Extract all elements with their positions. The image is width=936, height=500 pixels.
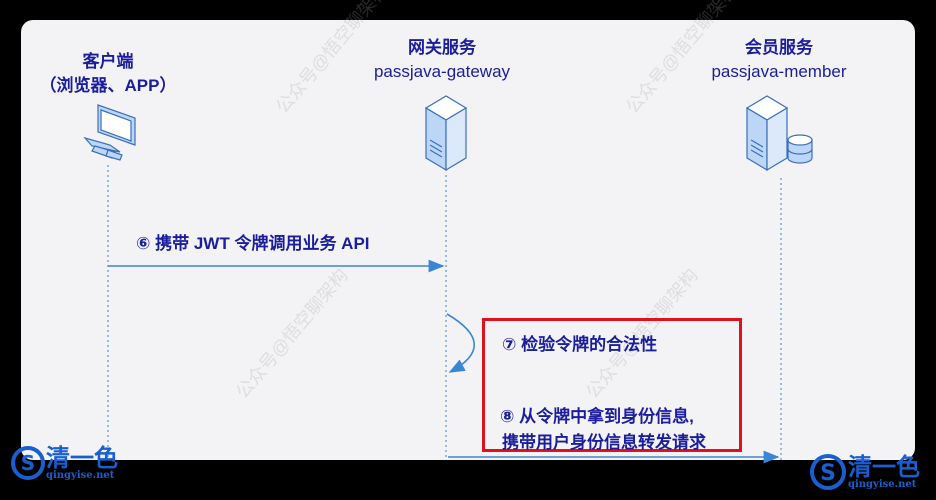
svg-text:S: S <box>820 461 836 486</box>
participant-member-name: 会员服务 <box>745 38 813 57</box>
logo-domain: qingyise.net <box>46 469 115 481</box>
participant-member-subtitle: passjava-member <box>711 62 847 81</box>
server-database-icon <box>745 95 813 172</box>
diagram-panel <box>21 20 915 460</box>
message-forward-request-line1: ⑧ 从令牌中拿到身份信息, <box>500 407 694 426</box>
message-forward-request-line2: 携带用户身份信息转发请求 <box>502 433 706 452</box>
logo-brand: 清一色 <box>46 442 118 472</box>
logo-icon: S <box>11 446 45 480</box>
participant-gateway-subtitle: passjava-gateway <box>373 62 511 81</box>
desktop-computer-icon <box>83 104 136 161</box>
participant-gateway-name: 网关服务 <box>408 38 476 57</box>
arrow-self-validate <box>446 313 476 373</box>
message-call-api: ⑥ 携带 JWT 令牌调用业务 API <box>136 234 370 253</box>
server-icon <box>424 95 468 172</box>
logo-brand: 清一色 <box>848 451 920 481</box>
participant-gateway: 网关服务 passjava-gateway <box>322 36 562 84</box>
message-validate-token: ⑦ 检验令牌的合法性 <box>502 335 658 354</box>
logo-domain: qingyise.net <box>848 478 917 490</box>
highlight-box <box>482 318 742 452</box>
logo-icon: S <box>810 454 846 490</box>
participant-client: 客户端 （浏览器、APP） <box>0 50 228 98</box>
participant-member: 会员服务 passjava-member <box>659 36 899 84</box>
participant-client-name: 客户端 <box>82 52 134 71</box>
svg-text:S: S <box>21 451 35 475</box>
participant-client-subtitle: （浏览器、APP） <box>39 76 177 95</box>
